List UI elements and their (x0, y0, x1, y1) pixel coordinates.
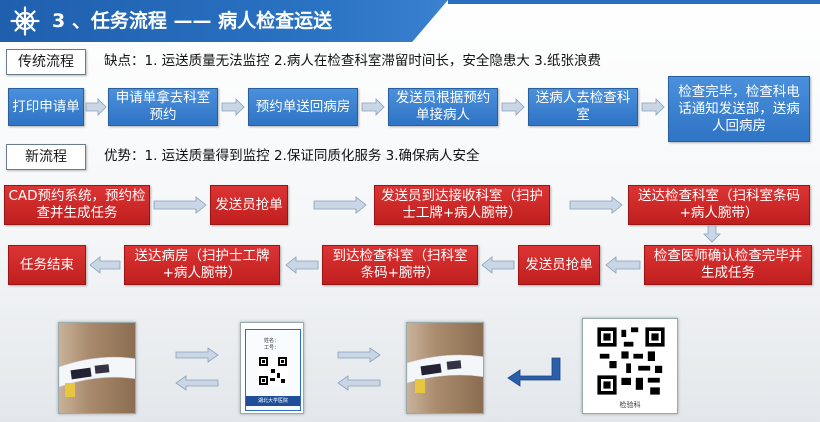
badge-id-label: 工号： (264, 345, 280, 351)
trad-step-1: 打印申请单 (8, 88, 84, 126)
arrow-left-icon (337, 375, 381, 391)
trad-step-2: 申请单拿去科室预约 (108, 88, 218, 126)
traditional-flow-label: 传统流程 (6, 49, 86, 75)
arrow-left-icon (175, 375, 219, 391)
trad-step-4: 发送员根据预约单接病人 (388, 88, 498, 126)
arrow-right-icon (337, 347, 381, 363)
badge-name-label: 姓名： (264, 338, 280, 344)
qr-code-icon (595, 325, 667, 397)
arrow-left-icon (285, 256, 319, 274)
arrow-right-icon (313, 196, 367, 214)
staff-badge-photo: 姓名： 工号： 湖北大学医院 (240, 322, 304, 414)
arrow-right-icon (361, 98, 385, 116)
badge-org: 湖北大学医院 (246, 396, 300, 406)
arrow-right-icon (175, 347, 219, 363)
wristband-icon (407, 354, 483, 393)
new-step-5: 检查医师确认检查完毕并生成任务 (644, 245, 812, 285)
new-step-4: 送达检查科室（扫科室条码+病人腕带） (628, 185, 810, 225)
traditional-drawbacks: 缺点：1. 运送质量无法监控 2.病人在检查科室滞留时间长，安全隐患大 3.纸张… (104, 53, 602, 69)
arrow-left-icon (481, 256, 515, 274)
arrow-left-icon (89, 256, 121, 274)
new-step-2: 发送员抢单 (210, 185, 288, 225)
arrow-right-icon (85, 98, 107, 116)
department-qr-photo: 检验科 (582, 318, 678, 414)
header-stripe (448, 0, 820, 4)
trad-step-6: 检查完毕，检查科电话通知发送部，送病人回病房 (668, 76, 810, 142)
new-flow-advantages: 优势：1. 运送质量得到监控 2.保证同质化服务 3.确保病人安全 (104, 148, 480, 164)
wristband-icon (59, 356, 135, 397)
new-step-6: 发送员抢单 (518, 245, 600, 285)
new-step-7: 到达检查科室（扫科室条码+腕带） (322, 245, 478, 285)
ship-wheel-icon (10, 6, 40, 36)
trad-step-3: 预约单送回病房 (248, 88, 358, 126)
arrow-right-icon (153, 196, 207, 214)
arrow-left-icon (605, 256, 641, 274)
patient-wristband-photo-2 (406, 322, 484, 414)
patient-wristband-photo (58, 322, 136, 414)
new-step-9: 任务结束 (8, 245, 86, 285)
title-banner (0, 0, 448, 42)
arrow-right-icon (221, 98, 245, 116)
new-flow-label: 新流程 (6, 144, 86, 170)
new-step-1: CAD预约系统，预约检查并生成任务 (4, 185, 150, 225)
new-step-3: 发送员到达接收科室（扫护士工牌+病人腕带） (374, 185, 550, 225)
new-step-8: 送达病房（扫护士工牌+病人腕带） (124, 245, 280, 285)
bent-arrow-left-icon (507, 357, 561, 387)
qr-caption: 检验科 (619, 401, 641, 409)
trad-step-5: 送病人去检查科室 (528, 88, 638, 126)
page-title: 3 、任务流程 —— 病人检查运送 (52, 10, 333, 32)
arrow-down-icon (703, 225, 721, 243)
arrow-right-icon (569, 196, 623, 214)
arrow-right-icon (641, 98, 665, 116)
qr-code-icon (258, 356, 288, 386)
arrow-right-icon (501, 98, 525, 116)
